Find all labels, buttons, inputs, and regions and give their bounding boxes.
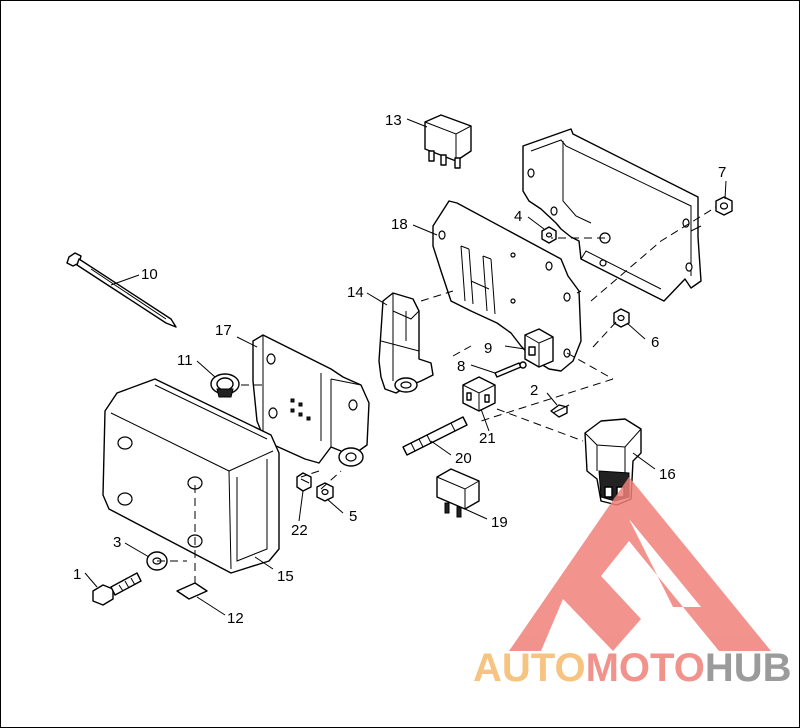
part-5-nut: [316, 482, 334, 502]
callout-3: 3: [113, 534, 121, 551]
callout-1: 1: [73, 566, 81, 583]
part-14-clamp: [378, 292, 434, 394]
part-10-cable-tie: [66, 252, 177, 328]
callout-12: 12: [227, 610, 244, 627]
callout-20: 20: [455, 450, 472, 467]
watermark-logo: AUTOMOTOHUB: [473, 477, 792, 690]
part-9-connector: [524, 328, 554, 368]
part-20-stud: [402, 416, 468, 456]
part-2-screw: [550, 404, 570, 418]
part-15-cover: [102, 378, 280, 574]
part-6-nut: [613, 308, 630, 328]
part-13-relay: [424, 114, 472, 169]
callout-16: 16: [659, 466, 676, 483]
terminal-lug: [338, 447, 364, 467]
watermark-triangle: [509, 477, 771, 651]
callout-labels: 1 2 3 4 5 6 7 8 9 10 11 12 13 14 15 16 1…: [73, 112, 726, 627]
svg-text:AUTOMOTOHUB: AUTOMOTOHUB: [473, 646, 792, 690]
part-19-fuse: [436, 468, 480, 518]
callout-4: 4: [514, 208, 522, 225]
callout-7: 7: [718, 164, 726, 181]
callout-13: 13: [385, 112, 402, 129]
callout-18: 18: [391, 216, 408, 233]
callout-17: 17: [215, 322, 232, 339]
callout-5: 5: [349, 508, 357, 525]
part-8-pin: [494, 361, 527, 378]
assembly-lines: [157, 206, 717, 585]
part-18-mounting-plate: [432, 200, 582, 372]
leader-lines: [84, 118, 727, 616]
callout-22: 22: [291, 522, 308, 539]
part-11-grommet: [210, 373, 240, 398]
callout-19: 19: [491, 514, 508, 531]
callout-11: 11: [177, 352, 193, 369]
part-4-nut: [541, 226, 557, 244]
callout-15: 15: [277, 568, 294, 585]
callout-9: 9: [484, 340, 492, 357]
callout-6: 6: [651, 334, 659, 351]
part-12-pad: [176, 582, 208, 600]
watermark-moto: MOTO: [586, 646, 705, 690]
callout-8: 8: [457, 358, 465, 375]
callout-14: 14: [347, 284, 364, 301]
rear-mounting-bracket: [522, 128, 702, 302]
callout-2: 2: [530, 382, 538, 399]
part-21-connector-block: [462, 376, 496, 412]
callout-21: 21: [479, 430, 496, 447]
callout-10: 10: [141, 266, 158, 283]
part-7-nut: [715, 196, 733, 216]
watermark-auto: AUTO: [473, 646, 586, 690]
part-1-screw: [92, 572, 142, 606]
part-22-screw: [296, 472, 312, 492]
watermark-hub: HUB: [705, 646, 792, 690]
